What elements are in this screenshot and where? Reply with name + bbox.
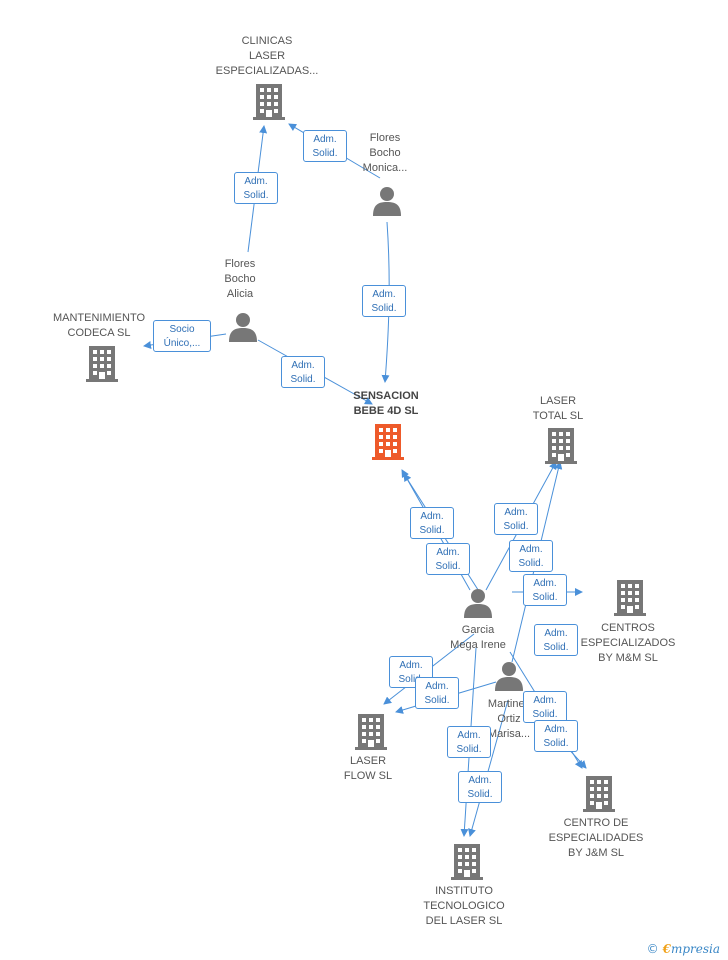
relation-badge[interactable]: Adm.Solid. xyxy=(509,540,553,572)
node-label-mantenimiento[interactable]: MANTENIMIENTO CODECA SL xyxy=(52,312,146,339)
relation-badge[interactable]: Adm.Solid. xyxy=(458,771,502,803)
node-label-centros-mm[interactable]: CENTROS ESPECIALIZADOS BY M&M SL xyxy=(580,622,676,664)
relation-badge[interactable]: Adm.Solid. xyxy=(426,543,470,575)
edge-martinez-instituto xyxy=(468,699,509,837)
relation-badge[interactable]: Adm.Solid. xyxy=(523,574,567,606)
relation-badge[interactable]: Adm.Solid. xyxy=(523,691,567,723)
building-icon-centrosmm xyxy=(614,580,646,616)
building-icon-mantenimiento xyxy=(86,346,118,382)
copyright-icon: © xyxy=(646,942,659,956)
building-icon-sensacion xyxy=(372,424,404,460)
empresia-logo[interactable]: ©€mpresia xyxy=(646,942,720,956)
relation-badge[interactable]: Adm.Solid. xyxy=(494,503,538,535)
person-icon-monica xyxy=(373,187,401,216)
building-icon-laserflow xyxy=(355,714,387,750)
node-label-flores-monica[interactable]: Flores Bocho Monica... xyxy=(362,132,408,174)
node-label-laser-flow[interactable]: LASER FLOW SL xyxy=(343,755,393,782)
node-label-garcia[interactable]: Garcia Mega Irene xyxy=(450,624,506,651)
relation-badge[interactable]: Adm.Solid. xyxy=(447,726,491,758)
relation-badge[interactable]: Adm.Solid. xyxy=(362,285,406,317)
building-icon-instituto xyxy=(451,844,483,880)
relation-badge[interactable]: Adm.Solid. xyxy=(234,172,278,204)
building-icon-lasertotal xyxy=(545,428,577,464)
person-icon-garcia xyxy=(464,589,492,618)
relation-badge[interactable]: Adm.Solid. xyxy=(415,677,459,709)
node-label-sensacion[interactable]: SENSACION BEBE 4D SL xyxy=(353,390,419,417)
node-label-martinez[interactable]: Martinez Ortiz Marisa... xyxy=(487,698,531,740)
node-label-instituto[interactable]: INSTITUTO TECNOLOGICO DEL LASER SL xyxy=(423,885,505,927)
building-icon-clinicas xyxy=(253,84,285,120)
building-icon-centrojm xyxy=(583,776,615,812)
relation-badge[interactable]: Adm.Solid. xyxy=(534,624,578,656)
node-label-clinicas[interactable]: CLINICAS LASER ESPECIALIZADAS... xyxy=(215,35,319,77)
node-label-flores-alicia[interactable]: Flores Bocho Alicia xyxy=(224,258,256,300)
person-icon-alicia xyxy=(229,313,257,342)
relation-badge[interactable]: Adm.Solid. xyxy=(303,130,347,162)
node-label-centro-jm[interactable]: CENTRO DE ESPECIALIDADES BY J&M SL xyxy=(548,817,644,859)
node-label-laser-total[interactable]: LASER TOTAL SL xyxy=(532,395,584,422)
relation-badge[interactable]: Adm.Solid. xyxy=(410,507,454,539)
relation-badge[interactable]: Adm.Solid. xyxy=(534,720,578,752)
relation-badge[interactable]: Adm.Solid. xyxy=(281,356,325,388)
